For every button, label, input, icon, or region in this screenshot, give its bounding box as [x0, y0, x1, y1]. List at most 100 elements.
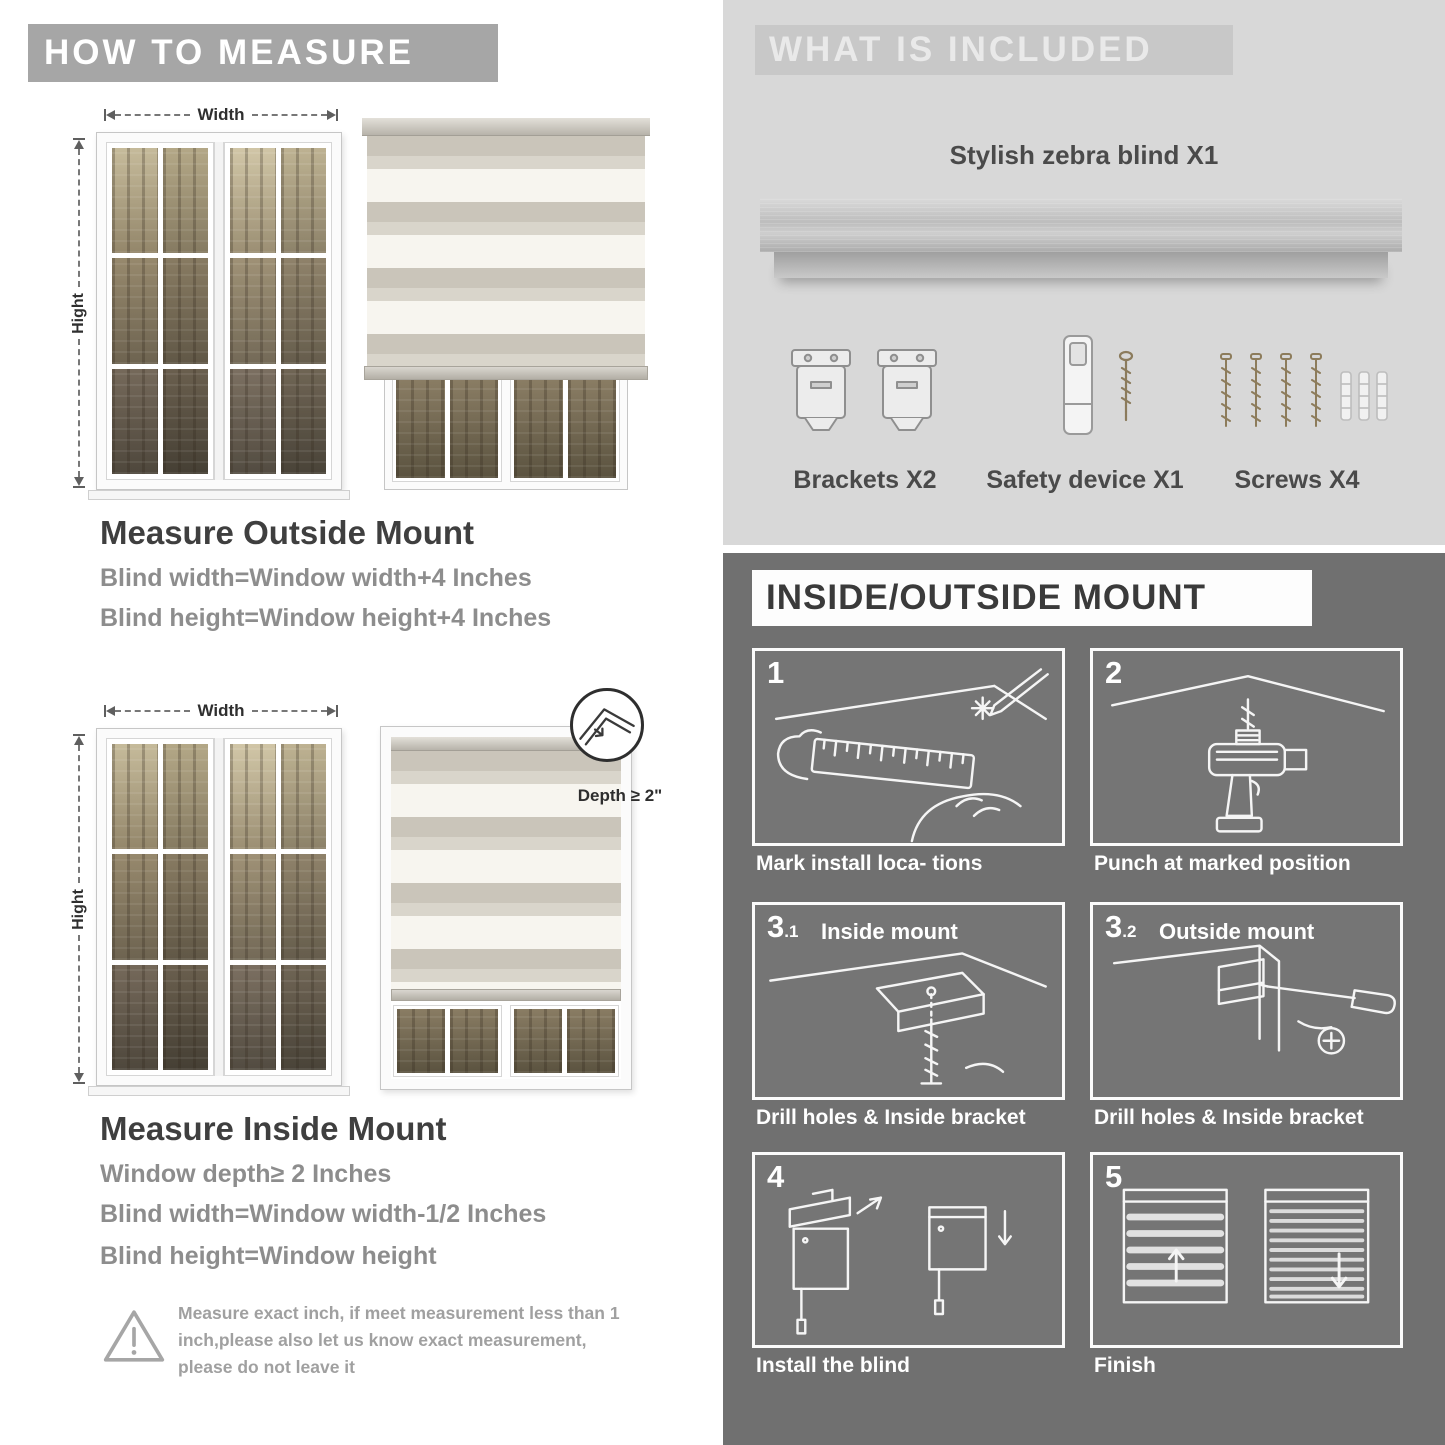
- mount-header: INSIDE/OUTSIDE MOUNT: [752, 570, 1312, 626]
- arrow-end-tick: [104, 109, 106, 121]
- arrow-dash-line: [78, 149, 80, 287]
- step-number: 5: [1105, 1159, 1123, 1194]
- width-arrow: Width: [104, 105, 338, 124]
- install-blind-illustration: [788, 1188, 1012, 1335]
- arrow-down-icon: [74, 477, 84, 486]
- window-sash: [106, 738, 214, 1076]
- step-panel-3-2: 3.2 Outside mount: [1090, 902, 1403, 1100]
- arrow-down-icon: [74, 1073, 84, 1082]
- window-pane: [514, 380, 563, 478]
- blind-bottom-rail: [391, 989, 621, 1001]
- window-pane: [112, 744, 158, 850]
- zebra-blind-body: [391, 751, 621, 989]
- window-pane: [450, 1009, 498, 1073]
- window-mullion: [214, 142, 224, 480]
- arrow-up-icon: [74, 140, 84, 149]
- window-pane: [567, 380, 616, 478]
- step-caption: Drill holes & Inside bracket: [1094, 1106, 1364, 1129]
- step-number: 3.1: [767, 909, 799, 944]
- inside-window-body: [391, 737, 621, 1079]
- window-pane: [162, 258, 208, 364]
- step-title: Inside mount: [821, 919, 958, 944]
- window-panes-below-blind: [391, 1001, 621, 1079]
- depth-detail-circle: [570, 688, 644, 762]
- window-sill: [88, 490, 350, 500]
- window-pane: [280, 148, 326, 254]
- window-pane: [397, 1009, 445, 1073]
- mark-locations-illustration: [774, 668, 1049, 843]
- arrow-dash-line: [115, 710, 191, 712]
- window-pane: [396, 380, 445, 478]
- safety-device-icon: [1030, 330, 1170, 452]
- window-sash: [392, 376, 502, 482]
- step-caption: Finish: [1094, 1354, 1156, 1377]
- window-pane: [280, 964, 326, 1070]
- warning-triangle-icon: [102, 1306, 166, 1366]
- step-number: 4: [767, 1159, 785, 1194]
- step-panel-5: 5: [1090, 1152, 1403, 1348]
- window-pane: [280, 744, 326, 850]
- window-sash: [510, 376, 620, 482]
- step-caption: Install the blind: [756, 1354, 911, 1377]
- arrow-dash-line: [251, 114, 327, 116]
- window-pane: [162, 744, 208, 850]
- window-illustration-outside: [96, 132, 342, 490]
- window-pane: [162, 368, 208, 474]
- width-label: Width: [197, 701, 245, 720]
- window-sash: [224, 142, 332, 480]
- blind-inside-illustration: [380, 726, 632, 1090]
- zebra-blind-body: [367, 136, 645, 366]
- window-body: [106, 738, 332, 1076]
- window-pane: [280, 258, 326, 364]
- drill-illustration: [1110, 675, 1385, 833]
- arrow-end-tick: [336, 109, 338, 121]
- blind-headrail-lip: [774, 252, 1388, 278]
- window-pane: [230, 148, 276, 254]
- blind-headrail: [362, 118, 650, 136]
- brackets-icon: [786, 336, 946, 448]
- arrow-dash-line: [78, 339, 80, 477]
- inside-mount-line: Blind height=Window height: [100, 1242, 437, 1270]
- arrow-right-icon: [327, 110, 336, 120]
- arrow-dash-line: [78, 745, 80, 883]
- window-pane: [230, 854, 276, 960]
- arrow-end-tick: [73, 1082, 85, 1084]
- step-panel-1: 1: [752, 648, 1065, 846]
- arrow-dash-line: [115, 114, 191, 116]
- blind-headrail-product: [760, 198, 1402, 252]
- screws-icon: [1212, 348, 1392, 448]
- step-panel-2: 2: [1090, 648, 1403, 846]
- blind-bottom-rail: [364, 366, 648, 380]
- outside-mount-line: Blind height=Window height+4 Inches: [100, 604, 552, 632]
- outside-mount-line: Blind width=Window width+4 Inches: [100, 564, 532, 592]
- warning-text: Measure exact inch, if meet measurement …: [178, 1303, 620, 1378]
- window-pane: [280, 368, 326, 474]
- height-label: Hight: [70, 292, 87, 334]
- step-caption: Drill holes & Inside bracket: [756, 1106, 1026, 1129]
- step-caption: Punch at marked position: [1094, 852, 1351, 875]
- window-pane: [112, 964, 158, 1070]
- window-mullion: [214, 738, 224, 1076]
- window-sash: [224, 738, 332, 1076]
- arrow-end-tick: [73, 138, 85, 140]
- window-pane: [162, 964, 208, 1070]
- window-pane: [112, 368, 158, 474]
- window-pane: [280, 854, 326, 960]
- window-body: [106, 142, 332, 480]
- step-number: 3.2: [1105, 909, 1137, 944]
- blind-outside-illustration: [362, 118, 650, 490]
- width-label: Width: [197, 105, 245, 124]
- window-pane: [449, 380, 498, 478]
- arrow-end-tick: [73, 486, 85, 488]
- window-pane: [230, 964, 276, 1070]
- window-illustration-inside: [96, 728, 342, 1086]
- step-number: 1: [767, 655, 785, 690]
- window-sill: [88, 1086, 350, 1096]
- arrow-up-icon: [74, 736, 84, 745]
- step-panel-3-1: 3.1 Inside mount: [752, 902, 1065, 1100]
- window-pane: [112, 148, 158, 254]
- outside-bracket-illustration: [1112, 944, 1396, 1055]
- depth-corner-drawing: [579, 708, 635, 746]
- screws-label: Screws X4: [1234, 466, 1360, 494]
- window-pane: [230, 368, 276, 474]
